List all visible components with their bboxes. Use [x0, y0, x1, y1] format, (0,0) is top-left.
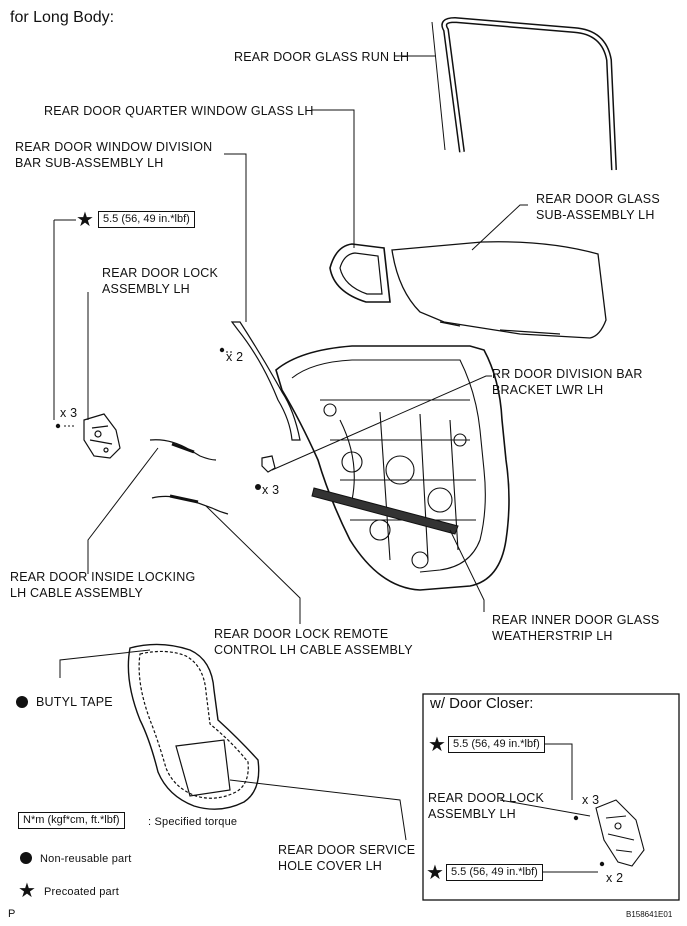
page-title: for Long Body: [10, 9, 115, 26]
label-weatherstrip-line1: REAR INNER DOOR GLASS [492, 613, 660, 627]
label-inside-cable-line2: LH CABLE ASSEMBLY [10, 586, 144, 600]
label-butyl-tape: BUTYL TAPE [36, 695, 113, 709]
door-closer-lock-part [595, 799, 645, 867]
door-closer-frame [422, 693, 680, 901]
star-icon: ★ [426, 860, 444, 884]
label-remote-cable-line2: CONTROL LH CABLE ASSEMBLY [214, 643, 413, 657]
legend-precoated: Precoated part [44, 886, 119, 898]
star-icon: ★ [428, 732, 446, 756]
torque-spec-box: 5.5 (56, 49 in.*lbf) [98, 211, 195, 228]
door-closer-torque-box-top: 5.5 (56, 49 in.*lbf) [448, 736, 545, 753]
bracket-part [261, 455, 276, 473]
qty-lock: x 3 [60, 406, 78, 420]
label-glass-run: REAR DOOR GLASS RUN LH [234, 50, 410, 64]
door-glass-part [391, 241, 607, 339]
division-bar-part [230, 321, 301, 441]
inside-locking-cable-part [149, 439, 217, 461]
remote-control-cable-part [151, 494, 229, 515]
label-service-cover-line1: REAR DOOR SERVICE [278, 843, 416, 857]
door-closer-title: w/ Door Closer: [430, 695, 534, 712]
star-icon: ★ [18, 878, 36, 902]
door-closer-lock-line1: REAR DOOR LOCK [428, 791, 545, 805]
fastener-marks [55, 347, 605, 867]
qty-closer-lower: x 2 [606, 871, 624, 885]
door-closer-lock-line2: ASSEMBLY LH [428, 807, 516, 821]
legend-units-text: : Specified torque [148, 816, 238, 828]
legend-units-box: N*m (kgf*cm, ft.*lbf) [18, 812, 125, 829]
label-division-bar-line1: REAR DOOR WINDOW DIVISION [15, 140, 213, 154]
label-lock-line1: REAR DOOR LOCK [102, 266, 219, 280]
label-remote-cable-line1: REAR DOOR LOCK REMOTE [214, 627, 389, 641]
weatherstrip-part [311, 487, 459, 535]
legend-non-reusable: Non-reusable part [40, 853, 132, 865]
filled-circle-icon [20, 852, 32, 864]
glass-run-part [431, 16, 617, 171]
leader-lines [53, 55, 598, 873]
label-inside-cable-line1: REAR DOOR INSIDE LOCKING [10, 570, 196, 584]
label-glass-sub-line2: SUB-ASSEMBLY LH [536, 208, 655, 222]
label-service-cover-line2: HOLE COVER LH [278, 859, 383, 873]
label-div-bracket-line1: RR DOOR DIVISION BAR [492, 367, 643, 381]
footer-left: P [8, 908, 16, 920]
qty-division-bar: x 2 [226, 350, 244, 364]
label-weatherstrip-line2: WEATHERSTRIP LH [492, 629, 613, 643]
qty-bracket: x 3 [262, 483, 280, 497]
label-lock-line2: ASSEMBLY LH [102, 282, 190, 296]
label-quarter-window-glass: REAR DOOR QUARTER WINDOW GLASS LH [44, 104, 314, 118]
door-panel-part [275, 345, 510, 591]
label-division-bar-line2: BAR SUB-ASSEMBLY LH [15, 156, 164, 170]
label-glass-sub-line1: REAR DOOR GLASS [536, 192, 660, 206]
filled-circle-icon [16, 696, 28, 708]
label-div-bracket-line2: BRACKET LWR LH [492, 383, 604, 397]
door-lock-part [83, 413, 121, 459]
door-closer-torque-box-bottom: 5.5 (56, 49 in.*lbf) [446, 864, 543, 881]
service-hole-cover-part [127, 643, 260, 810]
footer-reference: B158641E01 [626, 910, 673, 919]
star-icon: ★ [76, 207, 94, 231]
qty-closer-upper: x 3 [582, 793, 600, 807]
quarter-window-glass-part [329, 243, 391, 303]
